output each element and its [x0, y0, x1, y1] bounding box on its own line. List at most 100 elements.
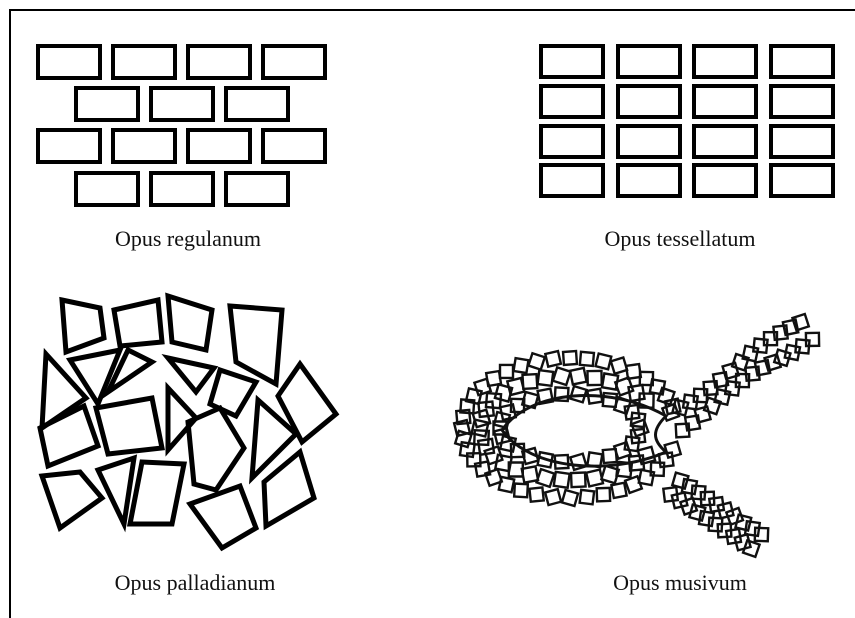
musivum-tessera: [741, 344, 760, 363]
musivum-tessera: [471, 408, 492, 429]
opus-tessellatum-pattern: [539, 44, 835, 198]
tessera: [539, 163, 605, 198]
musivum-tessera: [498, 363, 515, 380]
brick: [224, 171, 290, 207]
palladianum-stone: [161, 354, 219, 397]
musivum-tessera: [484, 391, 503, 410]
palladianum-stone: [227, 303, 285, 389]
musivum-tessera: [693, 405, 713, 424]
musivum-tessera: [687, 503, 707, 523]
musivum-tessera: [734, 513, 753, 532]
brick: [149, 86, 215, 122]
tessera: [616, 44, 682, 79]
musivum-tessera: [595, 486, 612, 503]
musivum-tessera: [534, 467, 556, 489]
tessera: [539, 44, 605, 79]
brick: [149, 171, 215, 207]
musivum-tessera: [723, 379, 742, 397]
brick: [224, 86, 290, 122]
caption-opus-regulanum: Opus regulanum: [114, 226, 262, 251]
tessera: [692, 84, 758, 119]
musivum-tessera: [553, 386, 570, 403]
opus-musivum-pattern: [452, 312, 821, 559]
brick: [74, 86, 140, 122]
brick: [186, 44, 252, 80]
tessera: [616, 124, 682, 159]
musivum-tessera: [459, 398, 476, 415]
palladianum-stone: [165, 381, 200, 457]
musivum-tessera: [781, 318, 800, 337]
musivum-tessera: [578, 488, 596, 506]
musivum-tessera: [560, 488, 580, 508]
tessera: [539, 84, 605, 119]
opus-palladianum-pattern: [37, 292, 340, 552]
musivum-tessera: [623, 403, 641, 421]
palladianum-stone: [94, 454, 138, 533]
tessera: [539, 124, 605, 159]
musivum-tessera: [454, 408, 472, 426]
musivum-tessera: [472, 429, 491, 447]
musivum-tessera: [568, 452, 589, 472]
musivum-tessera: [584, 468, 605, 488]
musivum-tessera: [452, 418, 472, 438]
musivum-tessera: [599, 464, 621, 485]
fish-body-outline: [500, 393, 669, 468]
musivum-tessera: [609, 355, 629, 376]
musivum-tessera: [733, 532, 753, 552]
brick: [111, 128, 177, 164]
musivum-tessera: [569, 471, 587, 489]
tessera: [692, 163, 758, 198]
panel-opus-musivum: Opus musivum: [430, 280, 855, 618]
panel-opus-regulanum: Opus regulanum: [0, 0, 430, 270]
tessera: [616, 84, 682, 119]
palladianum-stone: [111, 296, 165, 349]
musivum-tessera: [586, 369, 603, 387]
musivum-tessera: [772, 324, 790, 342]
musivum-tessera: [483, 444, 504, 466]
musivum-tessera: [613, 375, 635, 398]
musivum-tessera: [536, 368, 555, 388]
musivum-tessera: [470, 418, 490, 438]
musivum-tessera: [623, 474, 644, 495]
palladianum-stone: [38, 469, 106, 532]
frame-border-left: [9, 9, 11, 618]
musivum-tessera: [636, 445, 657, 466]
tessera: [769, 84, 835, 119]
musivum-tessera: [637, 468, 656, 487]
musivum-tessera: [543, 349, 563, 369]
tessera: [769, 124, 835, 159]
musivum-tessera: [624, 362, 643, 381]
musivum-tessera: [670, 471, 690, 491]
musivum-tessera: [804, 331, 821, 348]
brick: [261, 128, 327, 164]
palladianum-stone: [92, 395, 165, 457]
musivum-tessera: [627, 383, 646, 403]
brick: [36, 44, 102, 80]
palladianum-stone: [39, 347, 90, 433]
panel-opus-tessellatum: Opus tessellatum: [430, 0, 855, 270]
tessera: [769, 163, 835, 198]
musivum-tessera: [512, 356, 530, 375]
musivum-tessera: [649, 461, 666, 478]
opus-regulanum-pattern: [36, 44, 327, 207]
musivum-tessera: [697, 509, 716, 528]
musivum-tessera: [561, 349, 579, 367]
musivum-tessera: [763, 352, 783, 373]
tessera: [769, 44, 835, 79]
palladianum-stone: [59, 296, 107, 356]
musivum-tessera: [528, 486, 546, 504]
palladianum-stone: [101, 346, 157, 400]
frame-border-top: [9, 9, 855, 11]
musivum-tessera: [744, 365, 761, 383]
palladianum-stone: [65, 346, 125, 410]
musivum-tessera: [629, 411, 647, 429]
musivum-tessera: [476, 437, 496, 457]
musivum-tessera: [483, 467, 504, 488]
musivum-tessera: [741, 538, 762, 559]
musivum-tessera: [512, 482, 530, 499]
musivum-tessera: [702, 396, 723, 416]
musivum-tessera: [753, 358, 772, 377]
palladianum-stone: [37, 402, 102, 470]
musivum-tessera: [713, 387, 732, 407]
brick: [74, 171, 140, 207]
